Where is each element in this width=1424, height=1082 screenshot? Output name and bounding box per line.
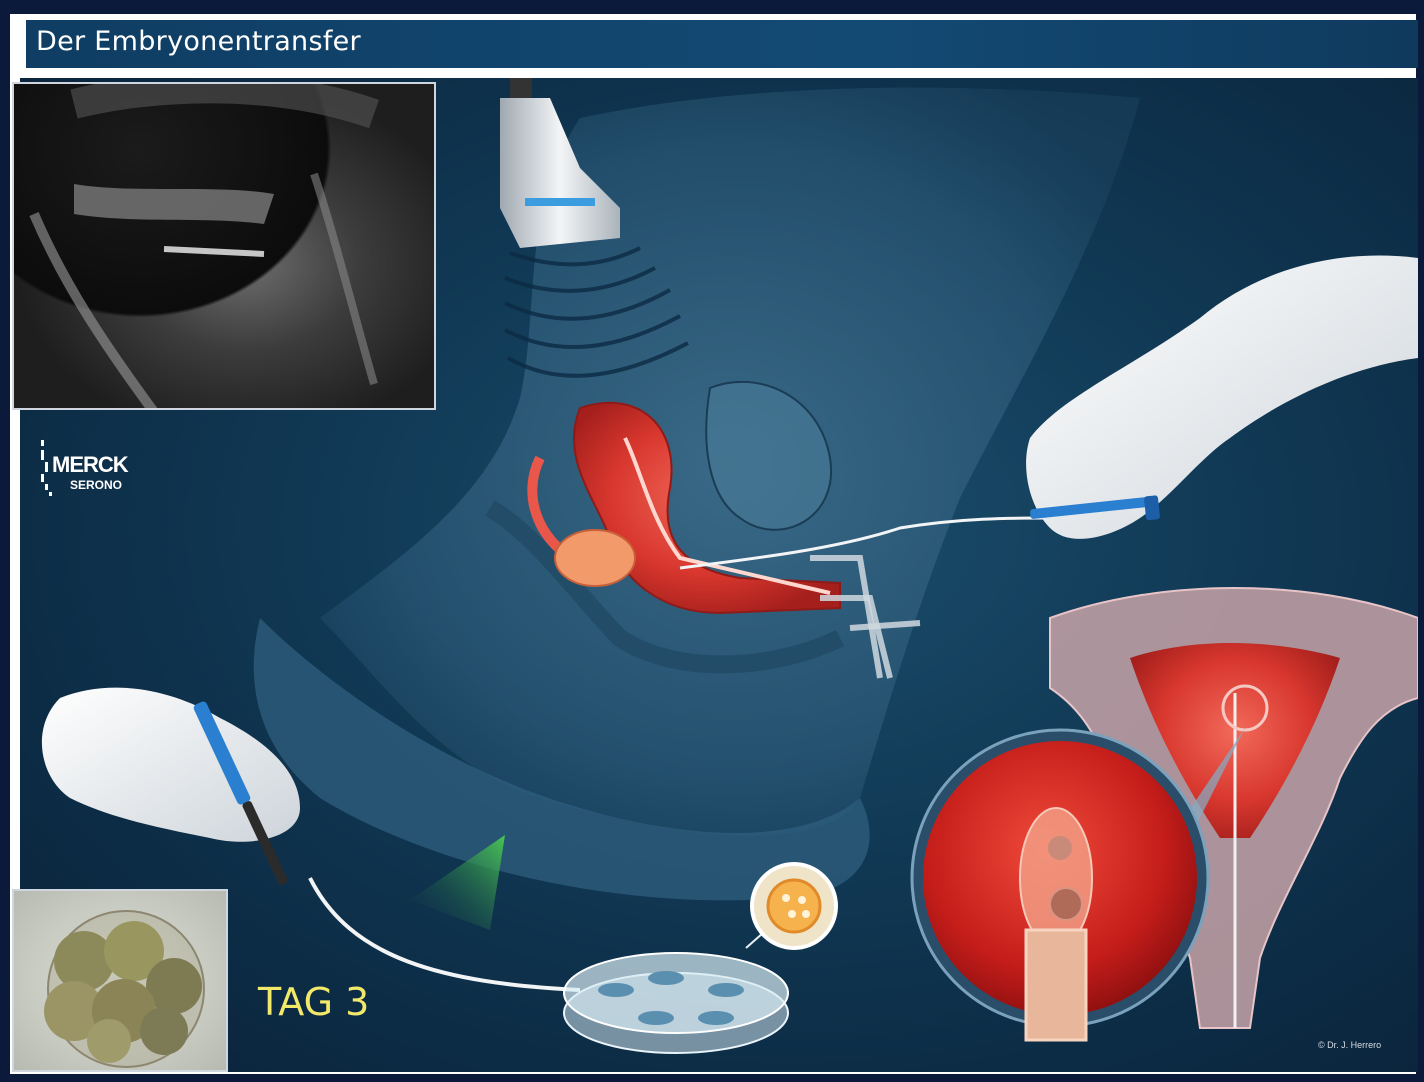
credit-text: © Dr. J. Herrero [1318,1040,1381,1050]
day-label: TAG 3 [258,980,369,1024]
page-title: Der Embryonentransfer [36,26,361,57]
logo-name: MERCK [52,452,128,478]
embryo-cells [14,891,228,1072]
logo-subname: SERONO [70,478,122,492]
ultrasound-image [12,82,436,410]
ultrasound-texture [14,84,436,410]
right-gloved-hand [1026,256,1418,539]
petri-dish-icon [564,953,788,1053]
embryo-micrograph [12,889,228,1072]
